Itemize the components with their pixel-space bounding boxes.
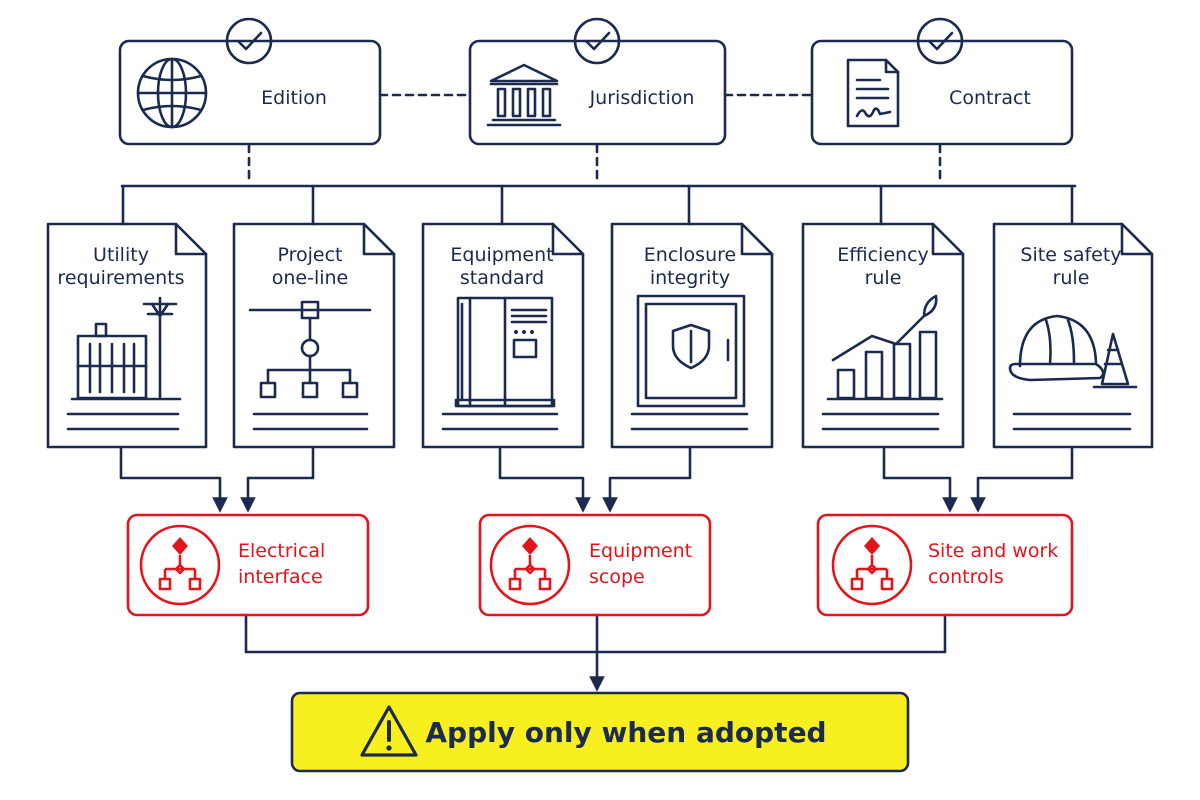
- merge-line: [244, 613, 947, 654]
- arrow-doc-1-to-group-1: [119, 445, 228, 513]
- document-title-line-2: integrity: [650, 267, 730, 289]
- contract-document-icon: [846, 58, 900, 128]
- document-frame: [610, 222, 774, 449]
- group-title-line-1: Electrical: [238, 540, 325, 562]
- top-box-jurisdiction: Jurisdiction: [468, 39, 727, 146]
- document-title-line-1: Enclosure: [644, 244, 736, 266]
- document-fold: [551, 222, 585, 256]
- check-badge-contract: [916, 17, 964, 65]
- document-fold: [362, 222, 396, 256]
- document-title-line-1: Utility: [93, 244, 149, 266]
- arrow-doc-3-to-group-2: [498, 445, 591, 513]
- banner-frame: [290, 691, 910, 773]
- badge-circle: [916, 17, 964, 65]
- one-line-diagram-icon: [248, 300, 372, 399]
- document-frame: [46, 222, 208, 449]
- document-fold: [931, 222, 965, 256]
- hard-hat-cone-icon: [1008, 314, 1138, 389]
- arrow-doc-4-to-group-2: [602, 445, 692, 513]
- document-fold: [740, 222, 774, 256]
- red-hierarchy-icon: [489, 524, 571, 606]
- red-hierarchy-icon: [831, 524, 913, 606]
- check-icon: [584, 31, 611, 51]
- document-frame: [801, 222, 965, 449]
- red-hierarchy-icon: [139, 524, 221, 606]
- document-title-line-2: rule: [865, 267, 902, 289]
- document-title-line-1: Site safety: [1020, 244, 1121, 266]
- document-title-line-1: Efficiency: [837, 244, 929, 266]
- document-site-safety-rule: Site safety rule: [992, 222, 1154, 449]
- group-title-line-2: scope: [589, 566, 645, 588]
- document-title-line-2: requirements: [57, 267, 184, 289]
- top-box-label: Contract: [949, 87, 1031, 109]
- check-icon: [236, 31, 263, 51]
- globe-icon: [136, 57, 208, 129]
- group-frame: [478, 513, 712, 617]
- document-project-one-line: Project one-line: [232, 222, 396, 449]
- document-enclosure-integrity: Enclosure integrity: [610, 222, 774, 449]
- connectors: [119, 93, 1077, 692]
- group-site-and-work-controls: Site and work controls: [816, 513, 1074, 617]
- courthouse-icon: [486, 63, 562, 127]
- group-equipment-scope: Equipment scope: [478, 513, 712, 617]
- top-box-edition: Edition: [118, 39, 382, 146]
- group-title-line-1: Equipment: [589, 540, 692, 562]
- arrow-doc-6-to-group-3: [970, 445, 1074, 513]
- arrow-doc-5-to-group-3: [882, 445, 958, 513]
- banner-text: Apply only when adopted: [425, 716, 826, 749]
- document-title-line-2: one-line: [272, 267, 349, 289]
- warning-icon: [360, 705, 418, 757]
- check-badge-edition: [225, 17, 273, 65]
- badge-circle: [573, 17, 621, 65]
- top-box-frame: [468, 39, 727, 146]
- shielded-enclosure-icon: [636, 294, 746, 408]
- document-fold: [174, 222, 208, 256]
- check-badge-jurisdiction: [573, 17, 621, 65]
- document-equipment-standard: Equipment standard: [421, 222, 585, 449]
- top-box-contract: Contract: [810, 39, 1074, 146]
- document-frame: [421, 222, 585, 449]
- group-electrical-interface: Electrical interface: [126, 513, 370, 617]
- document-frame: [232, 222, 396, 449]
- top-box-frame: [118, 39, 382, 146]
- document-title-line-2: rule: [1053, 267, 1090, 289]
- document-title-line-1: Equipment: [450, 244, 553, 266]
- document-title-line-1: Project: [277, 244, 342, 266]
- document-efficiency-rule: Efficiency rule: [801, 222, 965, 449]
- check-icon: [927, 31, 954, 51]
- switchgear-cabinet-icon: [454, 296, 556, 408]
- arrow-doc-2-to-group-1: [240, 445, 315, 513]
- group-frame: [126, 513, 370, 617]
- top-box-frame: [810, 39, 1074, 146]
- document-fold: [1120, 222, 1154, 256]
- growth-chart-icon: [826, 294, 944, 401]
- group-title-line-2: interface: [238, 566, 323, 588]
- badge-circle: [225, 17, 273, 65]
- top-box-label: Edition: [261, 87, 327, 109]
- group-title-line-1: Site and work: [928, 540, 1058, 562]
- document-frame: [992, 222, 1154, 449]
- document-utility-requirements: Utility requirements: [46, 222, 208, 449]
- document-title-line-2: standard: [460, 267, 544, 289]
- adoption-banner: Apply only when adopted: [290, 691, 910, 773]
- group-frame: [816, 513, 1074, 617]
- group-title-line-2: controls: [928, 566, 1004, 588]
- top-box-label: Jurisdiction: [589, 87, 695, 109]
- utility-substation-icon: [70, 296, 182, 401]
